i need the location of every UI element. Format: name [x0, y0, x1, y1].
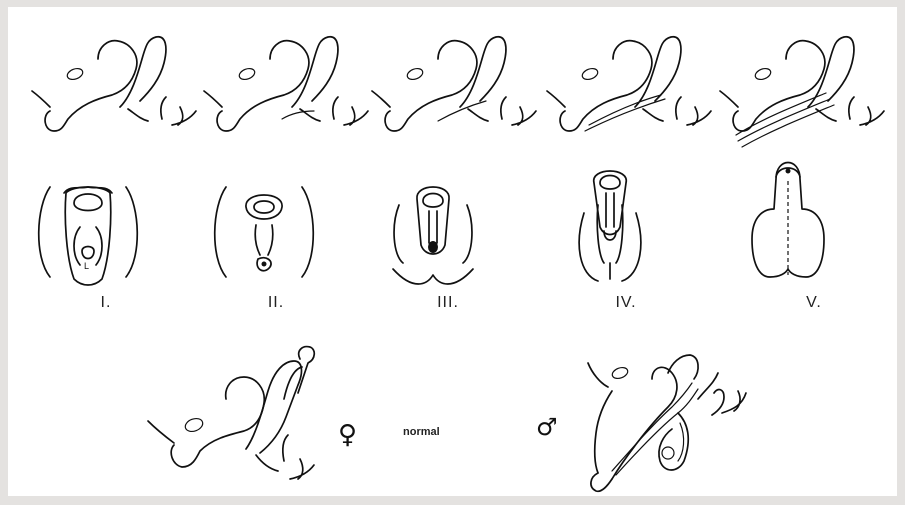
female-sagittal — [148, 347, 314, 479]
svg-text:L: L — [84, 261, 89, 271]
stage-label-4: IV. — [596, 294, 656, 312]
stage-label-3: III. — [418, 294, 478, 312]
stage-1-sagittal — [32, 37, 196, 131]
prader-stages-diagram: L — [8, 7, 897, 496]
diagram-frame: L — [8, 7, 897, 496]
male-symbol: ♂ — [536, 413, 558, 441]
stage-1-perineal: L — [39, 187, 138, 285]
male-sagittal — [588, 355, 746, 491]
stage-4-perineal — [579, 171, 641, 281]
stage-label-1: I. — [76, 294, 136, 312]
stage-3-sagittal — [372, 37, 536, 131]
stage-3-perineal — [393, 187, 473, 284]
stage-5-sagittal — [720, 37, 884, 147]
female-symbol: ♀ — [338, 420, 357, 450]
stage-label-2: II. — [246, 294, 306, 312]
stage-2-sagittal — [204, 37, 368, 131]
stage-5-perineal — [752, 163, 824, 278]
stage-2-perineal — [215, 187, 314, 277]
stage-label-5: V. — [784, 294, 844, 312]
stage-4-sagittal — [547, 37, 711, 131]
normal-label: normal — [403, 426, 440, 438]
